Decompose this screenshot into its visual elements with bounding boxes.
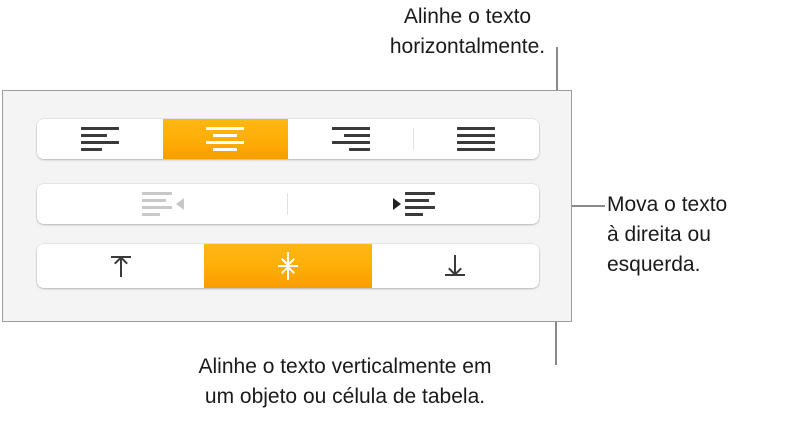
align-justify-icon [457, 127, 496, 151]
segment-divider [287, 193, 288, 215]
segment-divider [412, 128, 414, 150]
alignment-inspector-panel: Alinhar à esquerda Centralizar Alinhar à… [2, 90, 572, 322]
callout-text-indent: Mova o texto à direita ou esquerda. [607, 193, 728, 276]
align-top-button[interactable]: Alinhar acima [37, 244, 205, 288]
vertical-align-segmented-control[interactable]: Alinhar acima Centralizar [37, 244, 539, 288]
align-bottom-icon [445, 255, 466, 276]
align-center-button[interactable]: Centralizar [162, 119, 288, 159]
triangle-left-icon [175, 198, 184, 210]
align-bottom-button[interactable]: Alinhar abaixo [371, 244, 539, 288]
triangle-right-icon [392, 198, 401, 210]
align-justify-button[interactable]: Justificar [413, 119, 539, 159]
align-middle-button[interactable]: Centralizar [204, 244, 372, 288]
callout-text-horizontal-align: Alinhe o texto horizontalmente. [389, 5, 546, 58]
outdent-button[interactable]: Diminuir recuo [37, 184, 288, 224]
indent-segmented-control[interactable]: Diminuir recuo Aumentar recuo [37, 184, 539, 224]
horizontal-align-segmented-control[interactable]: Alinhar à esquerda Centralizar Alinhar à… [37, 119, 539, 159]
align-right-button[interactable]: Alinhar à direita [288, 119, 414, 159]
indent-button[interactable]: Aumentar recuo [288, 184, 539, 224]
indent-icon [392, 192, 435, 216]
align-left-icon [80, 127, 119, 151]
align-middle-icon [277, 252, 298, 280]
align-left-button[interactable]: Alinhar à esquerda [37, 119, 163, 159]
align-center-icon [206, 127, 245, 151]
callout-text-vertical-align: Alinhe o texto verticalmente em um objet… [198, 355, 492, 408]
align-right-icon [331, 127, 370, 151]
outdent-icon [141, 192, 184, 216]
align-top-icon [110, 256, 131, 277]
